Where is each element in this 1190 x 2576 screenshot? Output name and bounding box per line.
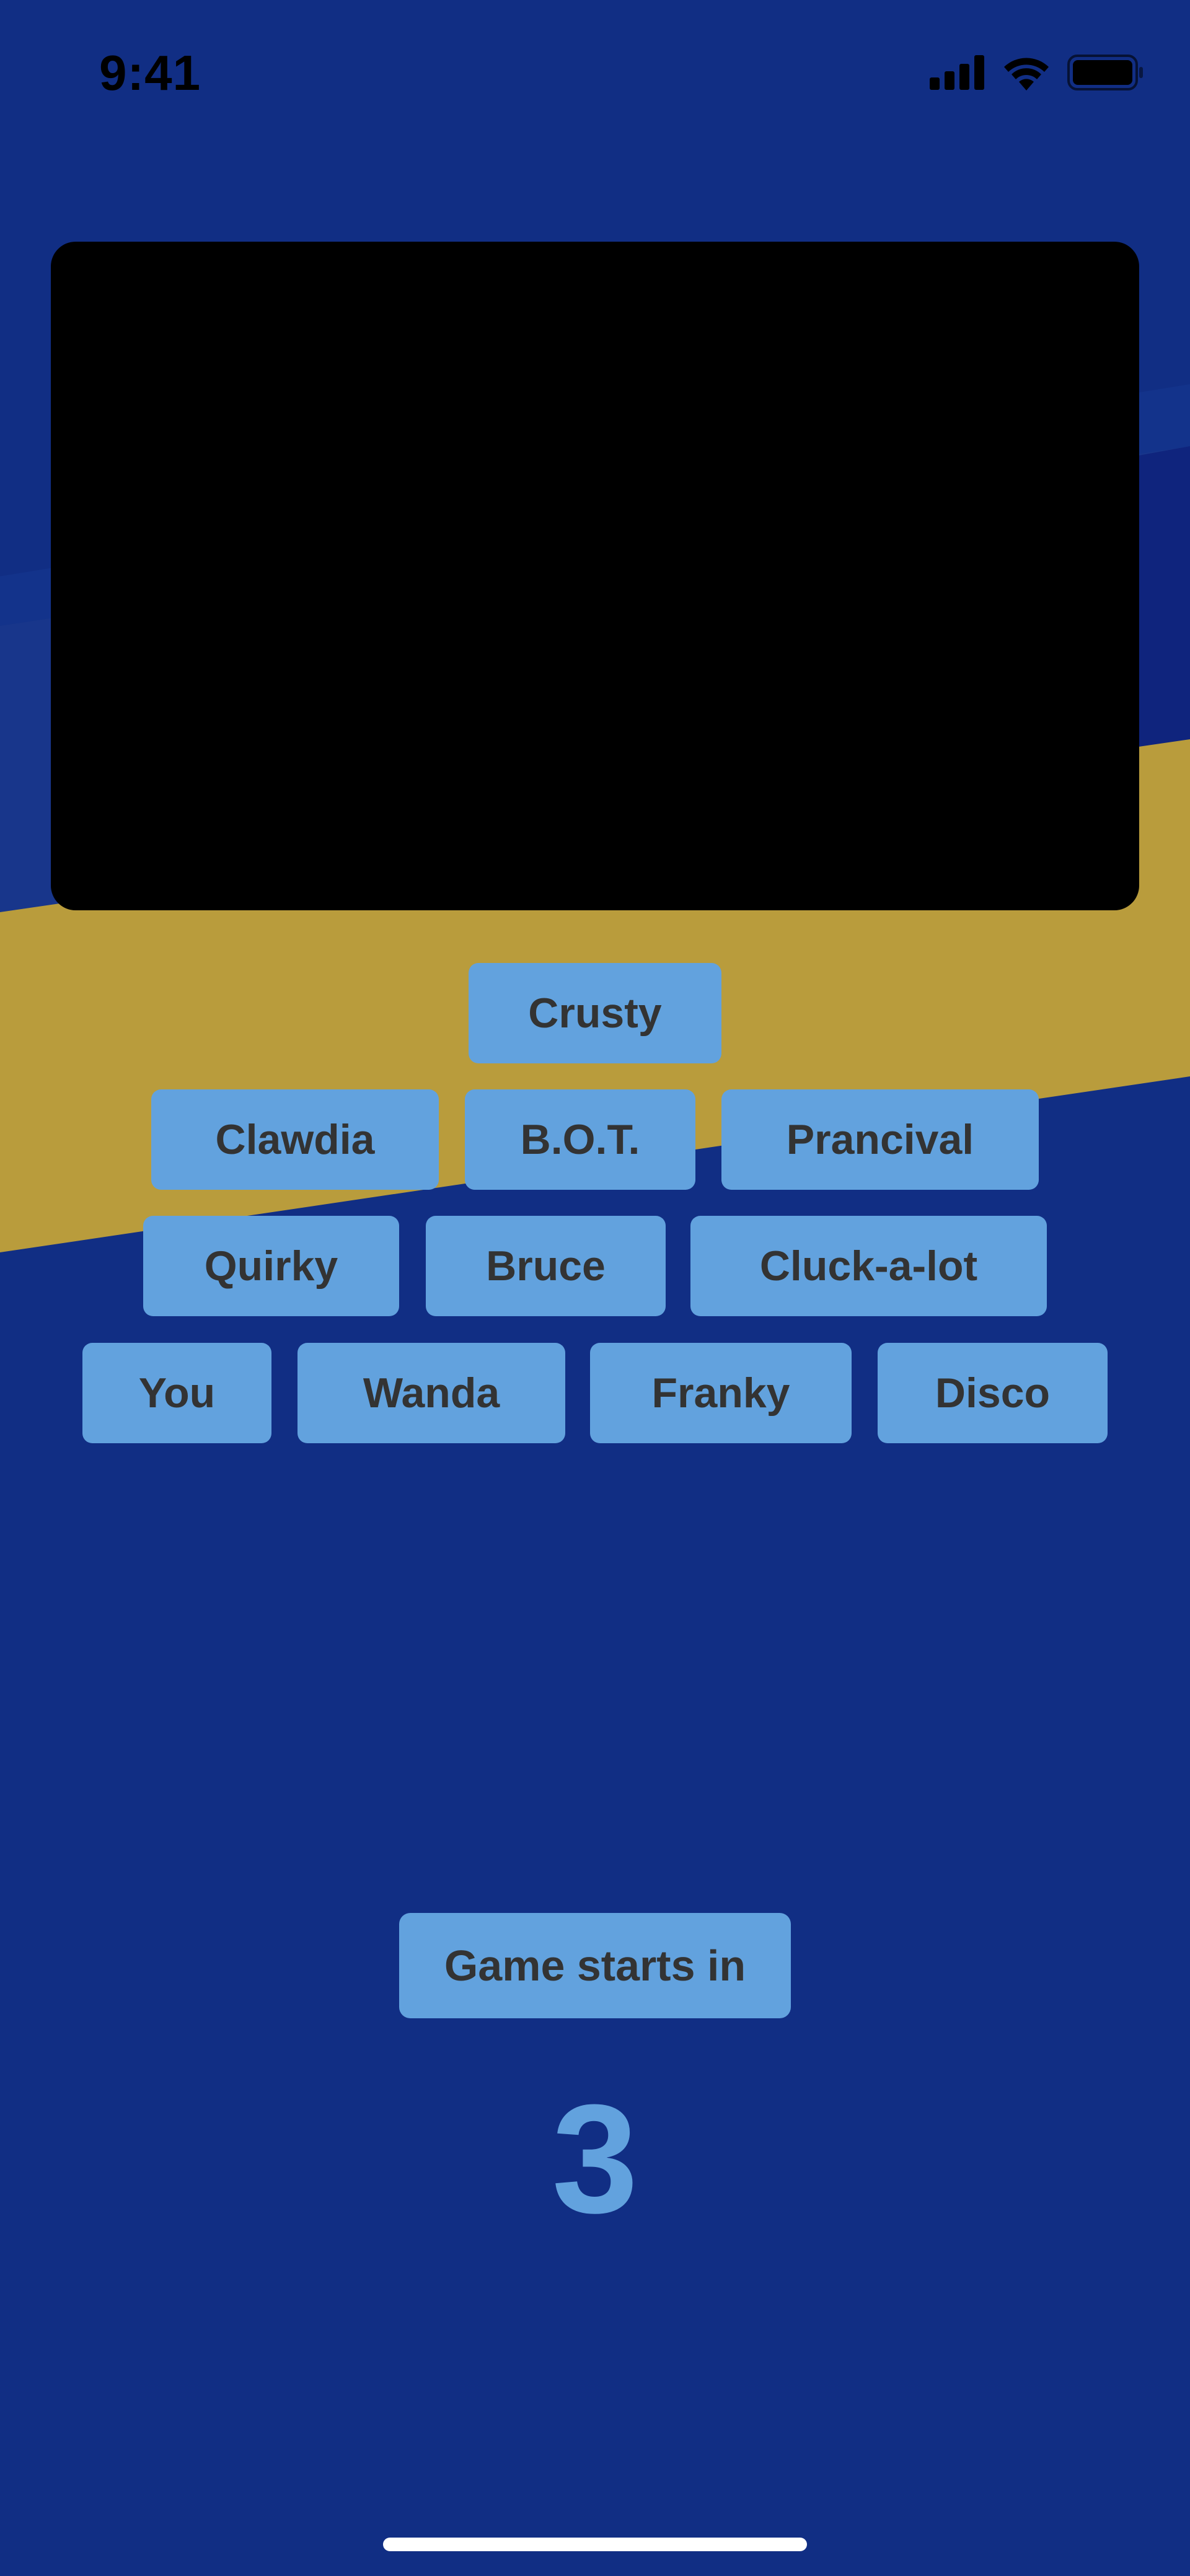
player-button-wanda[interactable]: Wanda [298, 1343, 565, 1443]
player-button-crusty[interactable]: Crusty [469, 963, 721, 1063]
player-button-prancival[interactable]: Prancival [721, 1089, 1039, 1190]
status-time: 9:41 [99, 45, 201, 100]
player-button-clawdia[interactable]: Clawdia [151, 1089, 439, 1190]
player-button-cluck-a-lot[interactable]: Cluck-a-lot [690, 1216, 1047, 1316]
battery-icon [1067, 55, 1143, 90]
player-button-disco[interactable]: Disco [878, 1343, 1108, 1443]
player-button-you[interactable]: You [82, 1343, 271, 1443]
status-bar: 9:41 [0, 0, 1190, 143]
player-button-franky[interactable]: Franky [590, 1343, 852, 1443]
home-indicator[interactable] [383, 2538, 807, 2551]
player-button-bot[interactable]: B.O.T. [465, 1089, 695, 1190]
cellular-signal-icon [930, 55, 984, 90]
wifi-icon [1004, 58, 1049, 90]
game-starts-label: Game starts in [399, 1913, 791, 2018]
player-button-quirky[interactable]: Quirky [143, 1216, 399, 1316]
video-area [51, 242, 1139, 910]
player-button-bruce[interactable]: Bruce [426, 1216, 666, 1316]
countdown-number: 3 [552, 2072, 638, 2245]
